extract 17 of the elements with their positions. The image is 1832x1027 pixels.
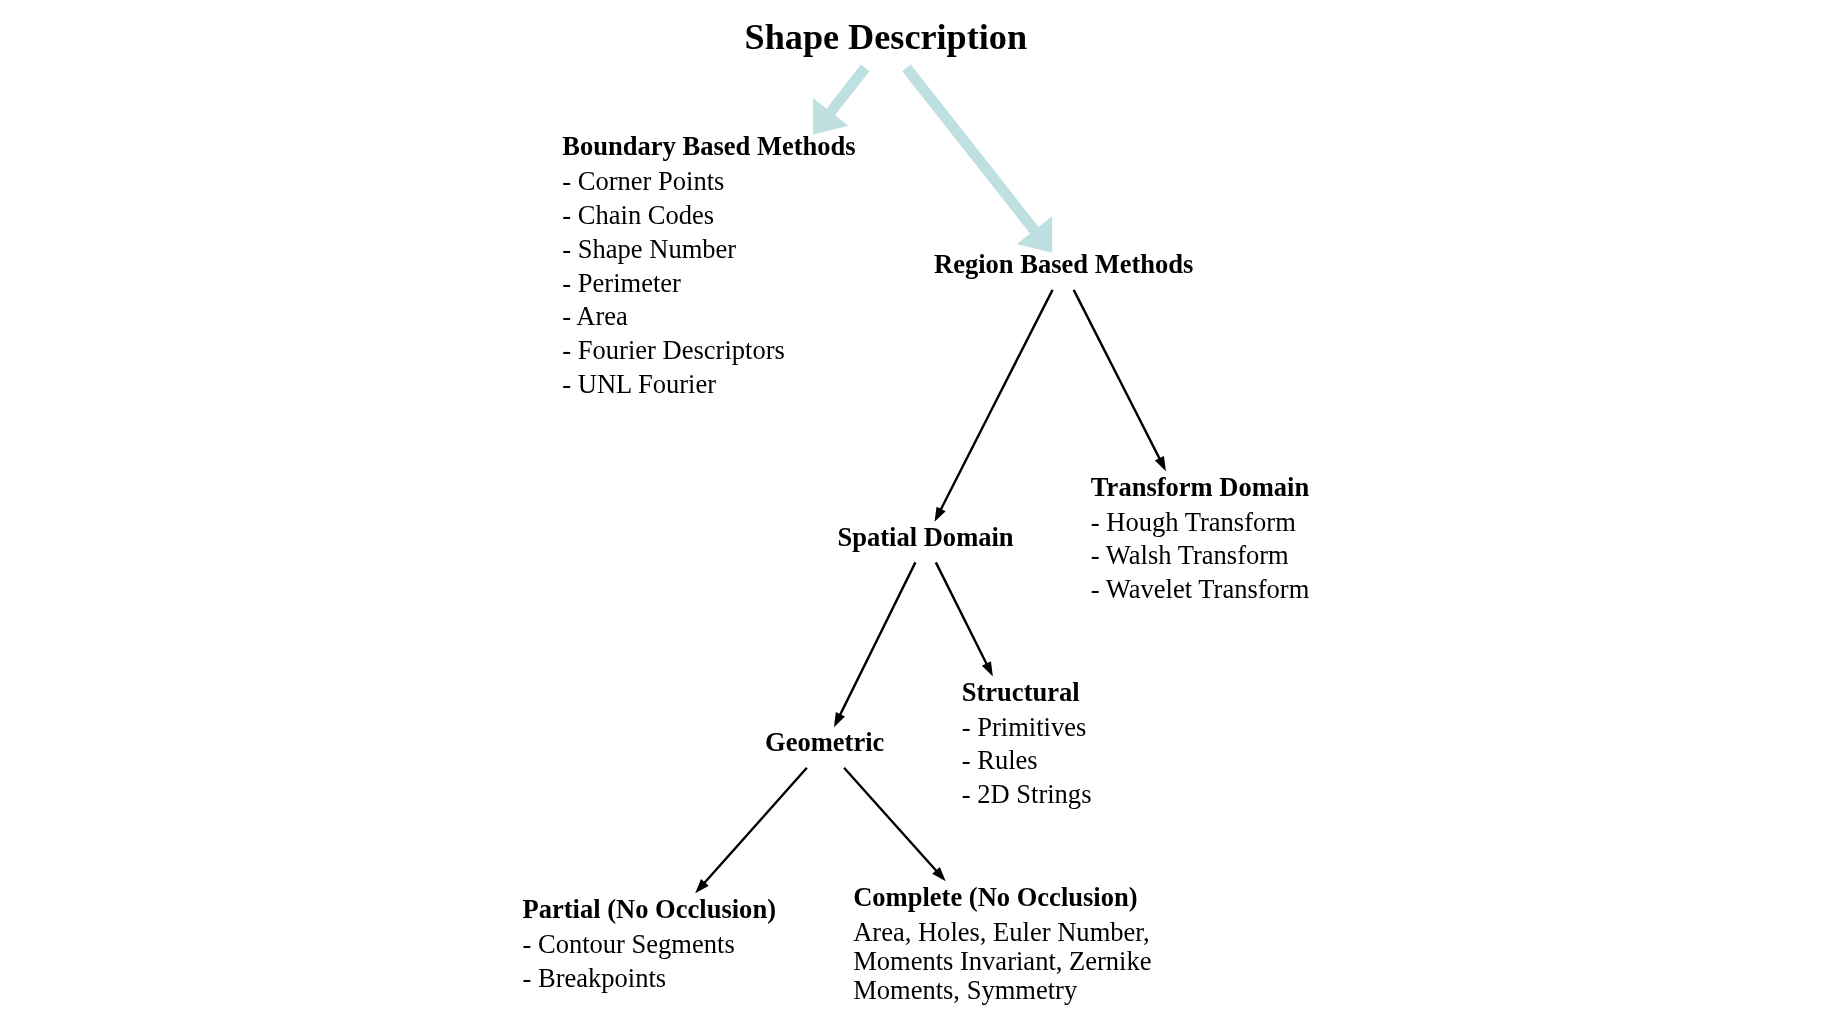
arrow	[812, 64, 869, 135]
node-text: Complete (No Occlusion) Area, Holes, Euler Number, Moments Invariant, Zernike Moments, Symmetry	[852, 881, 1152, 1005]
node-text: Partial (No Occlusion) - Contour Segments - Breakpoints	[522, 893, 776, 993]
node-text: Region Based Methods	[933, 249, 1193, 280]
node-text: Spatial Domain	[836, 522, 1014, 553]
arrow	[1072, 289, 1166, 472]
arrow	[901, 64, 1052, 253]
node-text: Transform Domain - Hough Transform - Walsh Transform - Wavelet Transform	[1090, 471, 1309, 605]
arrow	[934, 289, 1054, 522]
arrow	[842, 767, 946, 882]
arrow	[694, 767, 808, 894]
node-text: Structural - Primitives - Rules - 2D Strings	[961, 676, 1091, 810]
arrow	[934, 561, 993, 677]
node-text: Geometric	[764, 727, 884, 758]
node-text: Boundary Based Methods - Corner Points - Chain Codes - Shape Number - Perimeter - Area - Fourier Descriptors - UNL Fourier	[561, 131, 856, 399]
arrow	[833, 561, 916, 728]
node-text: Shape Description	[744, 16, 1027, 57]
